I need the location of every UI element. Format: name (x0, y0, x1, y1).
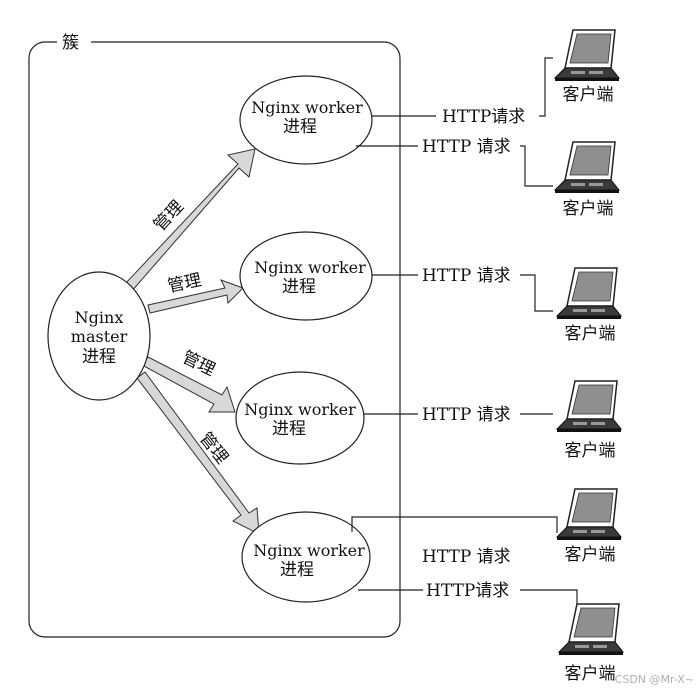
client-laptop-5 (556, 488, 622, 541)
client-label-4: 客户端 (565, 441, 616, 461)
master-line3: 进程 (82, 347, 116, 367)
manage-arrow-1 (123, 148, 256, 293)
client-label-2: 客户端 (563, 199, 614, 219)
manage-arrow-4 (136, 371, 260, 535)
worker-3-line2: 进程 (272, 419, 306, 439)
master-line2: master (71, 327, 128, 346)
worker-2-line1: Nginx worker (254, 258, 366, 277)
cluster-label: 簇 (62, 33, 79, 53)
worker-4-line1: Nginx worker (253, 541, 365, 560)
master-process-node (47, 271, 151, 401)
manage-label-2: 管理 (166, 270, 203, 297)
request-connectors (351, 57, 578, 631)
worker-process-node-2 (239, 231, 373, 321)
worker-1-line1: Nginx worker (251, 98, 363, 117)
client-label-6: 客户端 (565, 664, 616, 684)
watermark-text: CSDN @Mr-X~ (615, 673, 694, 686)
master-line1: Nginx (75, 308, 124, 327)
client-label-3: 客户端 (565, 324, 616, 344)
manage-arrow-2 (147, 279, 244, 314)
worker-process-node-3 (235, 371, 365, 465)
worker-3-line1: Nginx worker (244, 400, 356, 419)
request-label-5: HTTP 请求 (422, 547, 511, 567)
client-label-1: 客户端 (563, 85, 614, 105)
manage-arrow-3 (141, 356, 236, 413)
cluster-boundary (28, 41, 401, 638)
worker-1-line2: 进程 (283, 117, 317, 137)
client-laptop-2 (554, 141, 620, 194)
client-laptop-4 (556, 380, 622, 433)
request-label-4: HTTP 请求 (422, 405, 511, 425)
request-label-6: HTTP请求 (426, 581, 509, 601)
client-laptop-3 (556, 267, 622, 320)
worker-process-node-4 (241, 511, 371, 603)
request-label-1: HTTP请求 (442, 107, 525, 127)
worker-2-line2: 进程 (282, 277, 316, 297)
client-label-5: 客户端 (565, 545, 616, 565)
request-label-2: HTTP 请求 (422, 137, 511, 157)
client-laptop-6 (558, 603, 624, 656)
request-label-3: HTTP 请求 (422, 266, 511, 286)
client-laptop-1 (554, 29, 620, 82)
worker-process-node-1 (239, 75, 373, 165)
worker-4-line2: 进程 (280, 560, 314, 580)
